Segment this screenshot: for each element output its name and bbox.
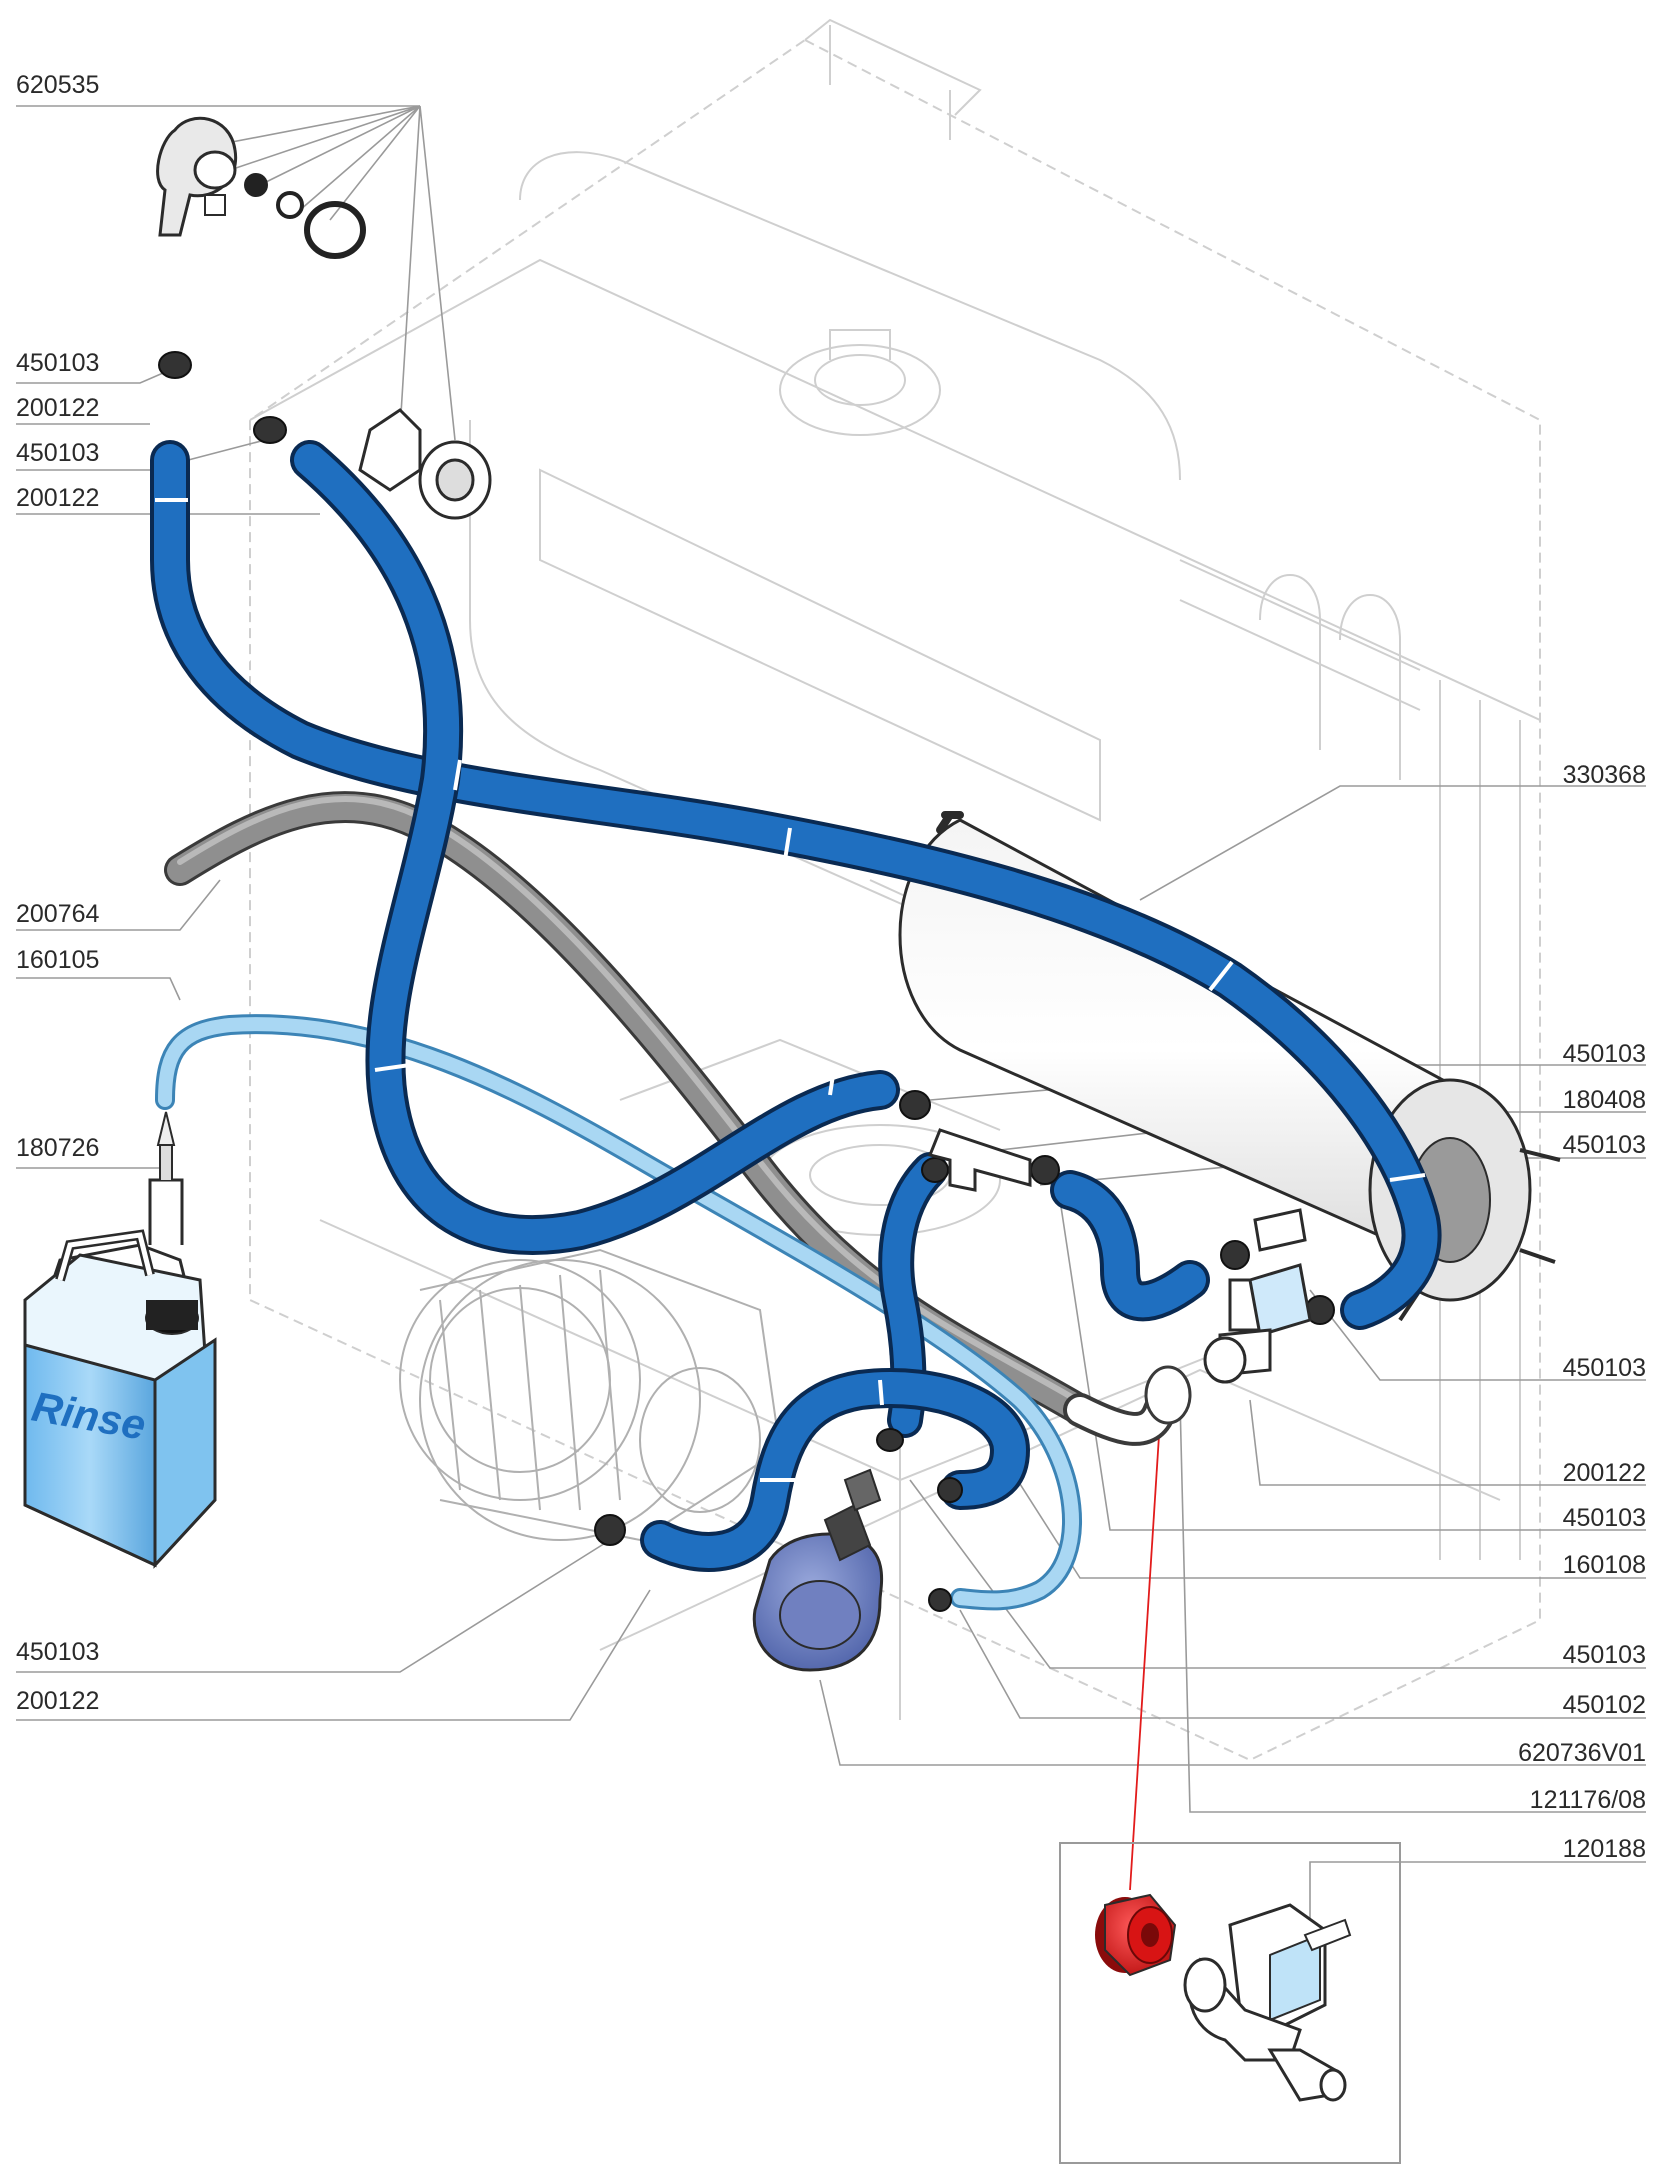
clamps-450103 [158, 351, 1335, 1612]
label-330368: 330368 [1562, 761, 1646, 789]
label-200122-a: 200122 [16, 394, 100, 422]
label-160105: 160105 [16, 946, 100, 974]
label-200122-d: 200122 [1562, 1459, 1646, 1487]
label-450103-c: 450103 [16, 1638, 100, 1666]
label-121176-08: 121176/08 [1529, 1786, 1646, 1814]
label-450103-a: 450103 [16, 349, 100, 377]
label-160108: 160108 [1562, 1551, 1646, 1579]
label-200764: 200764 [16, 900, 100, 928]
tee-connector-180408 [927, 1128, 1032, 1192]
drain-pump-620736V01 [752, 1468, 884, 1672]
label-200122-b: 200122 [16, 484, 100, 512]
label-200122-c: 200122 [16, 1687, 100, 1715]
label-450103-g: 450103 [1562, 1504, 1646, 1532]
label-450102: 450102 [1562, 1691, 1646, 1719]
inlet-hose-200122-right [290, 440, 900, 1255]
solenoid-valve-120188 [1183, 1903, 1352, 2102]
rinse-container: Rinse [23, 1111, 217, 1569]
label-450103-f: 450103 [1562, 1354, 1646, 1382]
label-450103-e: 450103 [1562, 1131, 1646, 1159]
hose-pump-loop-200122 [640, 1368, 1031, 1572]
hose-bands [155, 498, 1426, 1482]
rinse-hose-160105 [155, 1014, 1083, 1611]
valve-detail-leader [1129, 1419, 1161, 1891]
valve-detail-box [1059, 1842, 1401, 2164]
label-450103-d: 450103 [1562, 1040, 1646, 1068]
label-450103-b: 450103 [16, 439, 100, 467]
hose-tee-to-valve [1050, 1170, 1210, 1322]
label-450103-h: 450103 [1562, 1641, 1646, 1669]
wash-pump-motor [399, 1248, 782, 1542]
label-620736V01: 620736V01 [1518, 1739, 1646, 1767]
drain-valve-620535 [156, 116, 366, 259]
inlet-hose-200122-left [150, 440, 1442, 1330]
machine-housing [249, 18, 1541, 1762]
solenoid-valve-small [1203, 1263, 1312, 1384]
hose-fittings [358, 408, 1307, 1332]
label-620535: 620535 [16, 71, 100, 99]
label-120188: 120188 [1562, 1835, 1646, 1863]
label-180726: 180726 [16, 1134, 100, 1162]
red-filter-121176-08 [1095, 1893, 1177, 1977]
label-180408: 180408 [1562, 1086, 1646, 1114]
